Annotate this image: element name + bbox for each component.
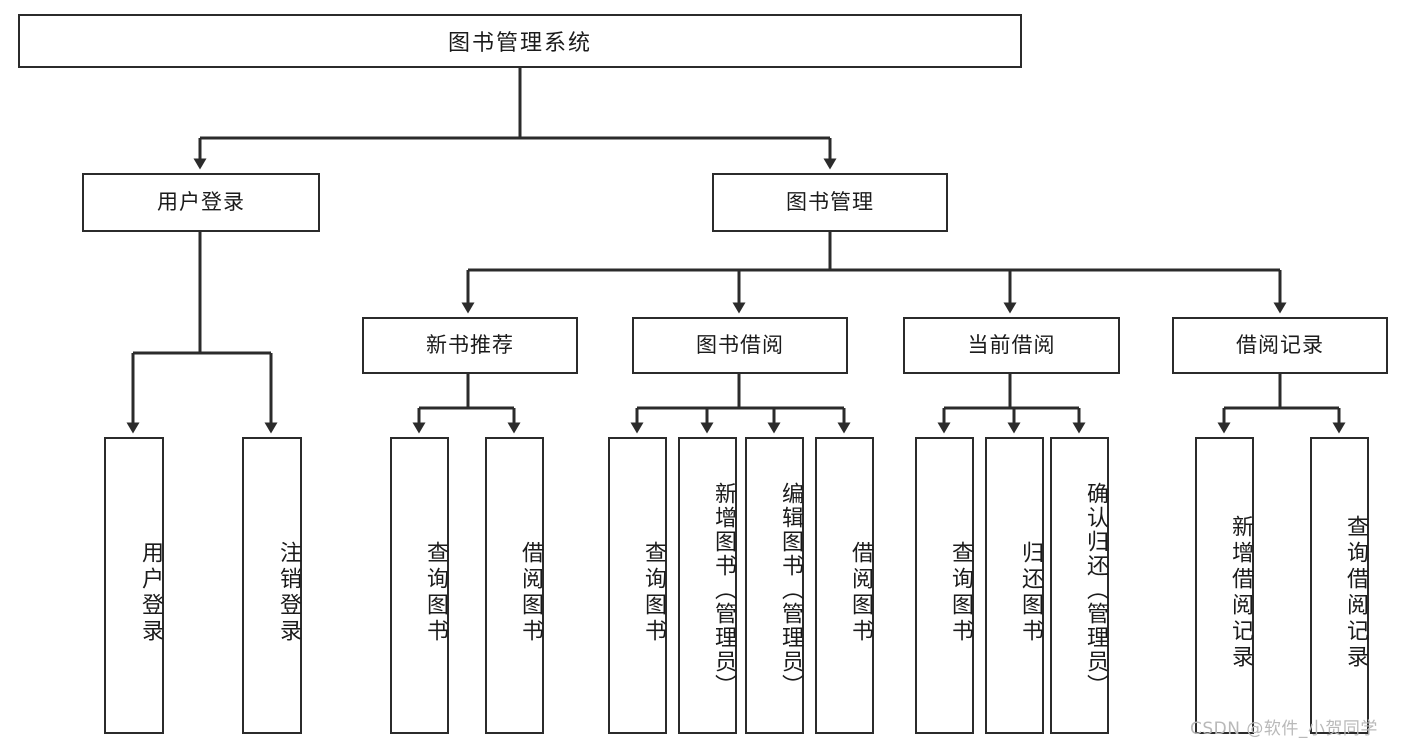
node-user-login[interactable]: 用户登录	[82, 173, 320, 232]
leaf-edit-book-admin[interactable]: 编辑图书（管理员）	[745, 437, 804, 734]
leaf-borrow-book[interactable]: 借阅图书	[815, 437, 874, 734]
node-borrow-records[interactable]: 借阅记录	[1172, 317, 1388, 374]
leaf-add-borrow-record[interactable]: 新增借阅记录	[1195, 437, 1254, 734]
leaf-borrow-book-recommend[interactable]: 借阅图书	[485, 437, 544, 734]
leaf-query-book-borrow[interactable]: 查询图书	[608, 437, 667, 734]
leaf-logout[interactable]: 注销登录	[242, 437, 302, 734]
node-root[interactable]: 图书管理系统	[18, 14, 1022, 68]
leaf-user-login[interactable]: 用户登录	[104, 437, 164, 734]
csdn-watermark: CSDN @软件_小贺同学	[1190, 719, 1378, 739]
leaf-query-borrow-record[interactable]: 查询借阅记录	[1310, 437, 1369, 734]
leaf-confirm-return-admin[interactable]: 确认归还（管理员）	[1050, 437, 1109, 734]
node-book-borrow[interactable]: 图书借阅	[632, 317, 848, 374]
node-new-book-recommend[interactable]: 新书推荐	[362, 317, 578, 374]
node-book-management[interactable]: 图书管理	[712, 173, 948, 232]
node-current-borrow[interactable]: 当前借阅	[903, 317, 1120, 374]
leaf-add-book-admin[interactable]: 新增图书（管理员）	[678, 437, 737, 734]
leaf-query-book-current[interactable]: 查询图书	[915, 437, 974, 734]
leaf-query-book-recommend[interactable]: 查询图书	[390, 437, 449, 734]
leaf-return-book[interactable]: 归还图书	[985, 437, 1044, 734]
